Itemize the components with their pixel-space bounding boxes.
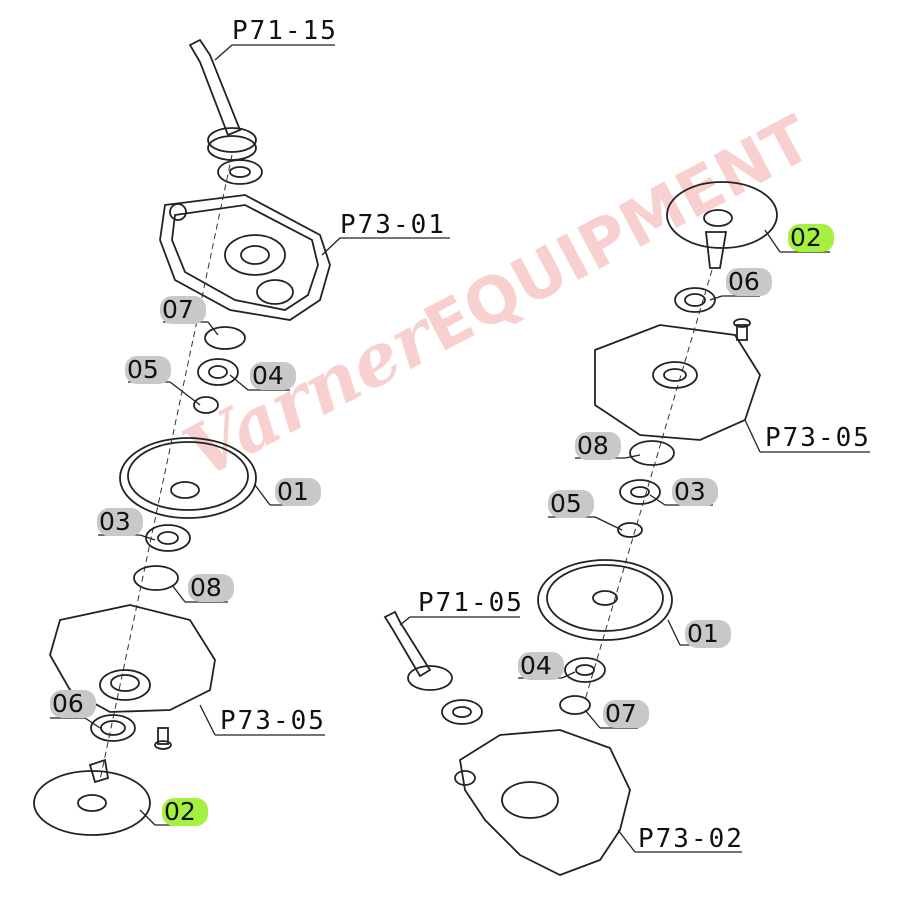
callout-02-left: 02 [162, 798, 208, 826]
label-p73-05-right: P73-05 [765, 423, 871, 453]
housing-p73-02 [454, 729, 631, 876]
shaft-p71-15 [188, 38, 257, 161]
housing-p73-01 [159, 194, 331, 321]
callout-05-left: 05 [125, 356, 171, 384]
seal-06-left [90, 714, 136, 742]
label-p71-05: P71-05 [418, 588, 524, 618]
callout-03-left: 03 [97, 508, 143, 536]
flange-02-left [33, 758, 151, 836]
callout-05-right: 05 [548, 490, 594, 518]
disc-01-right [537, 559, 673, 641]
bearing-04-left [197, 358, 239, 386]
oring-07-right [559, 695, 591, 715]
callout-02-right: 02 [788, 224, 834, 252]
shaft-p71-05 [383, 610, 453, 691]
oring-08-right [629, 440, 675, 466]
washer-05-right [617, 522, 643, 538]
callout-08-left: 08 [188, 574, 234, 602]
bearing-03-left [145, 524, 191, 552]
callout-07-left: 07 [160, 296, 206, 324]
flange-02-right [666, 181, 778, 269]
oring-08-left [133, 565, 179, 591]
label-p73-02: P73-02 [638, 824, 744, 854]
callout-04-left: 04 [250, 362, 296, 390]
disc-01-left [119, 437, 257, 519]
bearing-right-lower [441, 699, 483, 725]
callout-07-right: 07 [603, 700, 649, 728]
bearing-03-right [619, 479, 661, 505]
callout-03-right: 03 [672, 478, 718, 506]
seal-06-right [674, 287, 716, 313]
washer-05-left [193, 396, 219, 414]
bearing-04-right [564, 657, 606, 683]
callout-04-right: 04 [518, 652, 564, 680]
cover-p73-05-right [594, 324, 761, 441]
label-p73-01-left: P73-01 [340, 210, 446, 240]
label-p71-15: P71-15 [232, 16, 338, 46]
label-p73-05-left: P73-05 [220, 706, 326, 736]
cover-p73-05-left [49, 604, 216, 713]
bolt-right [733, 318, 751, 341]
callout-01-right: 01 [685, 620, 731, 648]
callout-01-left: 01 [275, 478, 321, 506]
callout-08-right: 08 [575, 432, 621, 460]
bolt-left [154, 727, 172, 750]
callout-06-right: 06 [726, 268, 772, 296]
bearing-top-left [217, 159, 263, 185]
oring-07-left [204, 326, 246, 350]
callout-06-left: 06 [50, 690, 96, 718]
